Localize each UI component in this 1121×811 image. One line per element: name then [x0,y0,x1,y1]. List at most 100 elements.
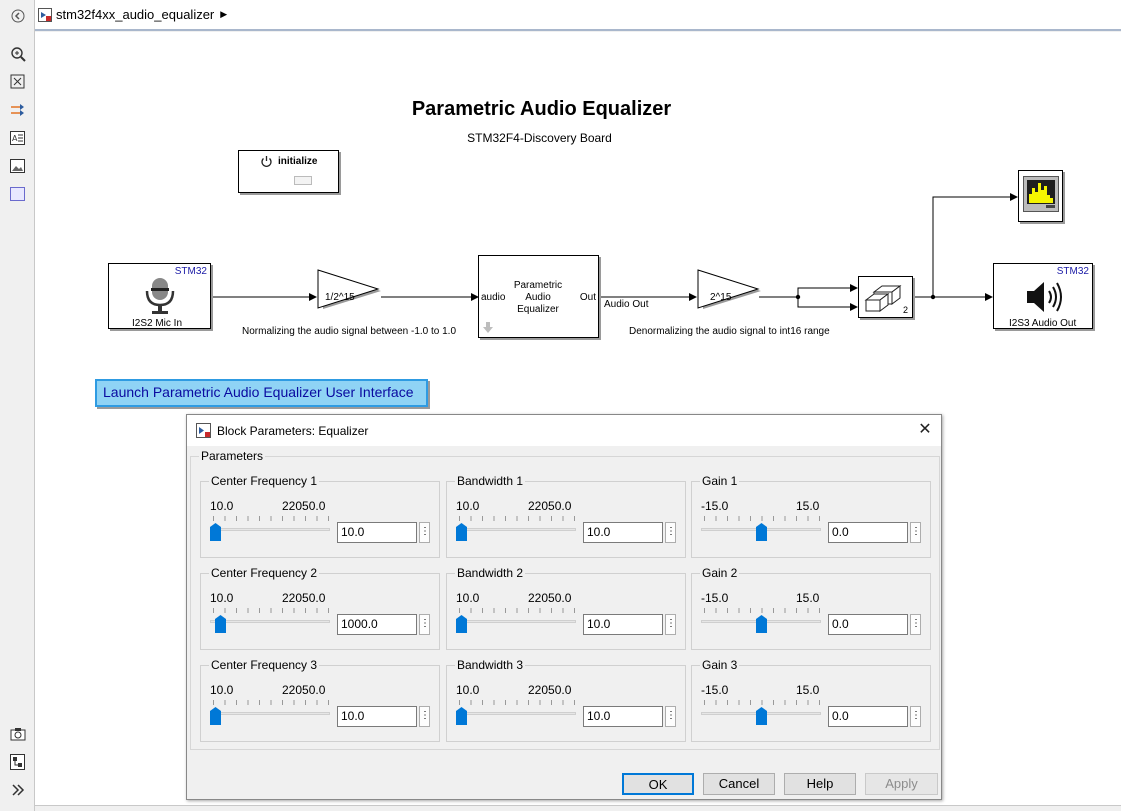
slider-thumb[interactable] [456,707,467,725]
gain-in-block[interactable] [317,269,381,309]
slider-thumb[interactable] [210,523,221,541]
hide-browser-icon[interactable] [8,6,27,25]
initialize-switch[interactable] [294,176,312,185]
param-menu-icon[interactable]: ⋮ [419,706,430,727]
gain-in-note: Normalizing the audio signal between -1.… [242,326,457,337]
slider-thumb[interactable] [756,707,767,725]
slider-thumb[interactable] [215,615,226,633]
param-max-label: 22050.0 [282,683,326,697]
param-value-field[interactable]: 0.0 [828,614,908,635]
param-title: Gain 1 [700,474,740,488]
param-slider[interactable] [456,528,576,531]
dialog-titlebar[interactable]: Block Parameters: Equalizer ✕ [187,415,941,446]
ok-button[interactable]: OK [622,773,694,795]
parametric-audio-equalizer-block[interactable]: audio Parametric Audio Equalizer Out [478,255,599,338]
param-value-field[interactable]: 10.0 [583,522,663,543]
image-icon[interactable] [8,156,27,175]
down-arrow-icon [482,321,494,339]
param-menu-icon[interactable]: ⋮ [910,522,921,543]
expand-icon[interactable] [8,780,27,799]
signal-arrow-icon[interactable] [8,100,27,119]
initialize-button-block[interactable]: initialize [238,150,339,193]
equalizer-in-port: audio [481,292,506,303]
param-max-label: 15.0 [796,591,820,605]
slider-ticks [704,516,820,521]
zoom-icon[interactable] [8,44,27,63]
slider-thumb[interactable] [756,523,767,541]
slider-ticks [213,608,329,613]
model-browser-icon[interactable] [8,752,27,771]
launch-ui-link[interactable]: Launch Parametric Audio Equalizer User I… [95,379,428,407]
fit-to-view-icon[interactable] [8,72,27,91]
gain-out-block[interactable] [697,269,761,309]
apply-button[interactable]: Apply [865,773,938,795]
param-max-label: 22050.0 [528,683,572,697]
spectrum-scope-block[interactable] [1018,170,1063,222]
param-box: Gain 2 -15.0 15.0 0.0⋮ [691,566,931,650]
help-button[interactable]: Help [784,773,856,795]
param-menu-icon[interactable]: ⋮ [419,614,430,635]
param-slider[interactable] [210,620,330,623]
dialog-title: Block Parameters: Equalizer [217,423,369,438]
slider-thumb[interactable] [456,615,467,633]
scope-icon [1023,176,1059,217]
param-slider[interactable] [456,620,576,623]
param-max-label: 22050.0 [282,499,326,513]
param-title: Bandwidth 3 [455,658,526,672]
param-menu-icon[interactable]: ⋮ [419,522,430,543]
slider-thumb[interactable] [756,615,767,633]
i2s3-audio-out-block[interactable]: STM32 I2S3 Audio Out [993,263,1093,329]
initialize-label: initialize [278,156,318,167]
param-title: Gain 2 [700,566,740,580]
snapshot-icon[interactable] [8,724,27,743]
model-subtitle: STM32F4-Discovery Board [467,131,612,145]
param-min-label: 10.0 [456,591,480,605]
speaker-icon [1025,280,1065,319]
param-min-label: -15.0 [701,591,729,605]
param-value-field[interactable]: 10.0 [337,706,417,727]
close-icon[interactable]: ✕ [918,421,932,438]
param-menu-icon[interactable]: ⋮ [665,706,676,727]
param-value-field[interactable]: 10.0 [337,522,417,543]
slider-ticks [213,700,329,705]
area-icon[interactable] [8,184,27,203]
param-menu-icon[interactable]: ⋮ [665,522,676,543]
i2s2-mic-in-block[interactable]: STM32 I2S2 Mic In [108,263,211,329]
param-title: Bandwidth 2 [455,566,526,580]
equalizer-out-port: Out [579,292,596,303]
param-min-label: -15.0 [701,683,729,697]
speaker-block-tag: STM32 [1056,266,1089,277]
param-menu-icon[interactable]: ⋮ [910,614,921,635]
param-menu-icon[interactable]: ⋮ [665,614,676,635]
slider-thumb[interactable] [210,707,221,725]
param-slider[interactable] [210,528,330,531]
breadcrumb[interactable]: stm32f4xx_audio_equalizer [56,7,215,22]
slider-thumb[interactable] [456,523,467,541]
param-max-label: 22050.0 [282,591,326,605]
slider-ticks [704,700,820,705]
param-value-field[interactable]: 0.0 [828,522,908,543]
left-toolbar: A [0,0,35,811]
cancel-button[interactable]: Cancel [703,773,775,795]
param-value-field[interactable]: 10.0 [583,706,663,727]
slider-ticks [704,608,820,613]
annotation-icon[interactable]: A [8,128,27,147]
param-title: Bandwidth 1 [455,474,526,488]
param-min-label: 10.0 [210,591,234,605]
param-menu-icon[interactable]: ⋮ [910,706,921,727]
param-value-field[interactable]: 1000.0 [337,614,417,635]
breadcrumb-arrow-icon[interactable]: ▶ [220,9,228,19]
param-title: Center Frequency 3 [209,658,320,672]
buffer-block[interactable]: 2 [858,276,913,318]
param-slider[interactable] [456,712,576,715]
param-value-field[interactable]: 10.0 [583,614,663,635]
param-value-field[interactable]: 0.0 [828,706,908,727]
param-min-label: 10.0 [210,499,234,513]
param-slider[interactable] [210,712,330,715]
